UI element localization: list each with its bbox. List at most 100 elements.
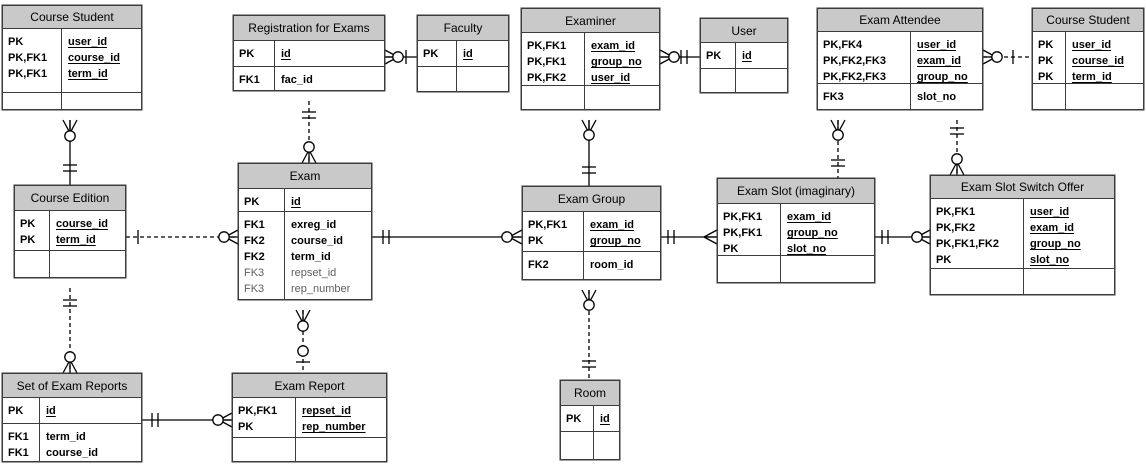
column-divider bbox=[49, 251, 50, 277]
attribute-name: id bbox=[742, 50, 752, 62]
entity-title: Exam Slot Switch Offer bbox=[931, 176, 1114, 199]
attribute-row: PK id bbox=[701, 48, 787, 64]
attribute-name: group_no bbox=[917, 71, 968, 83]
attribute-name: course_id bbox=[291, 235, 343, 247]
column-divider bbox=[910, 32, 911, 83]
relationship-course-edition--exam bbox=[126, 229, 239, 245]
relationship-exam--exam-group bbox=[372, 229, 523, 245]
relationship-examiner--user bbox=[659, 49, 700, 65]
key-label: PK,FK2 bbox=[527, 72, 567, 84]
attribute-name: group_no bbox=[1030, 238, 1081, 250]
key-label: PK,FK2,FK3 bbox=[823, 55, 886, 67]
key-label: FK1 bbox=[239, 74, 260, 86]
attribute-name: exam_id bbox=[591, 40, 636, 52]
key-label: FK1 bbox=[244, 219, 265, 231]
attribute-name: exam_id bbox=[1030, 222, 1075, 234]
attribute-name: rep_number bbox=[302, 421, 366, 433]
column-divider bbox=[274, 67, 275, 90]
relationship-registration-for-exams--faculty bbox=[384, 49, 417, 65]
attribute-name: id bbox=[600, 413, 610, 425]
attribute-name: id bbox=[291, 196, 301, 208]
column-divider bbox=[39, 424, 40, 461]
key-label: PK,FK1 bbox=[528, 219, 568, 231]
key-label: PK bbox=[723, 243, 739, 255]
attribute-name: group_no bbox=[591, 56, 642, 68]
entity-title: Course Student bbox=[3, 6, 141, 29]
column-divider bbox=[584, 86, 585, 109]
column-divider bbox=[61, 29, 62, 92]
key-label: PK,FK1 bbox=[723, 227, 763, 239]
entity-title: Course Edition bbox=[15, 186, 125, 211]
attribute-name: exam_id bbox=[590, 219, 635, 231]
entity-title: Examiner bbox=[522, 9, 659, 33]
attribute-name: id bbox=[46, 405, 56, 417]
entity-title: Exam Attendee bbox=[818, 9, 982, 32]
attribute-name: course_id bbox=[1072, 55, 1124, 67]
key-label: PK bbox=[706, 50, 722, 62]
attribute-name: term_id bbox=[291, 251, 331, 263]
relationship-examiner--exam-group bbox=[581, 119, 597, 186]
key-label: FK1 bbox=[8, 447, 29, 459]
column-divider bbox=[1065, 84, 1066, 109]
column-divider bbox=[583, 212, 584, 251]
entity-title: Registration for Exams bbox=[234, 16, 384, 41]
entity-title: Set of Exam Reports bbox=[3, 374, 141, 398]
attribute-name: user_id bbox=[1030, 206, 1070, 218]
key-label: PK,FK1 bbox=[238, 405, 278, 417]
column-divider bbox=[456, 67, 457, 91]
relationship-set-of-exam-reports--exam-report bbox=[142, 412, 233, 428]
attributes-section bbox=[233, 437, 386, 461]
key-label: FK3 bbox=[823, 91, 844, 103]
attributes-section bbox=[522, 85, 659, 109]
key-label: PK bbox=[8, 405, 24, 417]
column-divider bbox=[1023, 199, 1024, 268]
column-divider bbox=[295, 398, 296, 437]
attribute-name: group_no bbox=[590, 235, 641, 247]
